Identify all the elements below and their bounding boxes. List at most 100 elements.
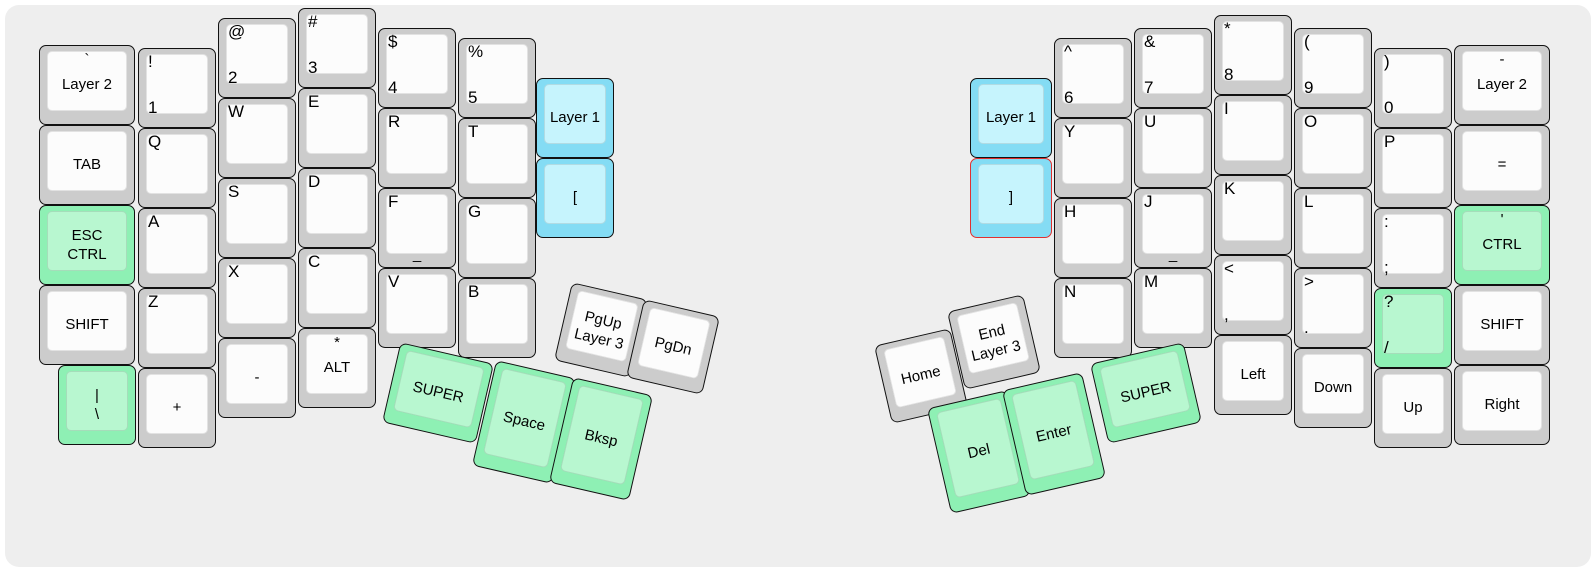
keycap-surface — [544, 164, 606, 224]
legend-top-center: - — [1499, 51, 1505, 68]
key-key[interactable]: (9 — [1294, 28, 1372, 108]
legend-bottom-left: , — [1224, 305, 1229, 324]
legend-bottom-left: 8 — [1224, 65, 1234, 84]
key-right[interactable]: Right — [1454, 365, 1550, 445]
keycap-surface — [306, 254, 368, 314]
key-j[interactable]: J_ — [1134, 188, 1212, 268]
keycap-surface — [306, 94, 368, 154]
key-l[interactable]: L — [1294, 188, 1372, 268]
keycap-surface — [386, 114, 448, 174]
key-i[interactable]: I — [1214, 95, 1292, 175]
legend-bottom-left: 6 — [1064, 88, 1074, 107]
key-z[interactable]: Z — [138, 288, 216, 368]
legend-bottom-left: 7 — [1144, 78, 1154, 97]
key-key[interactable]: #3 — [298, 8, 376, 88]
key-w[interactable]: W — [218, 98, 296, 178]
key-key[interactable]: [ — [536, 158, 614, 238]
key-key[interactable]: - — [218, 338, 296, 418]
legend-center: CTRL — [1482, 235, 1522, 253]
keycap-surface — [978, 164, 1044, 224]
legend-top-left: @ — [228, 22, 246, 41]
key-key[interactable]: )0 — [1374, 48, 1452, 128]
legend-top-left: : — [1384, 212, 1389, 231]
key-ctrl[interactable]: 'CTRL — [1454, 205, 1550, 285]
legend-center-multiline: ESC CTRL — [67, 226, 107, 263]
legend-top-center: * — [334, 334, 340, 351]
key-key[interactable]: = — [1454, 125, 1550, 205]
key-b[interactable]: B — [458, 278, 536, 358]
key-layer-2[interactable]: `Layer 2 — [39, 45, 135, 125]
keycap-surface — [146, 294, 208, 354]
keycap-surface — [146, 54, 208, 114]
key-u[interactable]: U — [1134, 108, 1212, 188]
keycap-surface — [1382, 54, 1444, 114]
key-d[interactable]: D — [298, 168, 376, 248]
keycap-surface — [1462, 131, 1542, 191]
key-g[interactable]: G — [458, 198, 536, 278]
keycap-surface — [146, 214, 208, 274]
legend-top-left: P — [1384, 132, 1396, 151]
legend-top-left: ) — [1384, 52, 1390, 71]
key-x[interactable]: X — [218, 258, 296, 338]
key-key[interactable]: @2 — [218, 18, 296, 98]
key-key[interactable]: !1 — [138, 48, 216, 128]
key-r[interactable]: R — [378, 108, 456, 188]
keycap-surface — [146, 134, 208, 194]
key-layer-2[interactable]: -Layer 2 — [1454, 45, 1550, 125]
key-key[interactable]: %5 — [458, 38, 536, 118]
key-p[interactable]: P — [1374, 128, 1452, 208]
key-key[interactable]: >. — [1294, 268, 1372, 348]
key-down[interactable]: Down — [1294, 348, 1372, 428]
key-key[interactable]: <, — [1214, 255, 1292, 335]
keycap-surface — [1302, 354, 1364, 414]
keycap-surface — [1062, 284, 1124, 344]
key-key[interactable]: ^6 — [1054, 38, 1132, 118]
key-o[interactable]: O — [1294, 108, 1372, 188]
key-c[interactable]: C — [298, 248, 376, 328]
key-s[interactable]: S — [218, 178, 296, 258]
key-key[interactable]: :; — [1374, 208, 1452, 288]
key-a[interactable]: A — [138, 208, 216, 288]
key-key[interactable]: $4 — [378, 28, 456, 108]
keycap-surface — [1062, 44, 1124, 104]
key-q[interactable]: Q — [138, 128, 216, 208]
key-h[interactable]: H — [1054, 198, 1132, 278]
legend-homing-bump: _ — [1168, 246, 1178, 263]
key-key[interactable]: + — [138, 368, 216, 448]
key-key[interactable]: ?/ — [1374, 288, 1452, 368]
key-shift[interactable]: SHIFT — [1454, 285, 1550, 365]
legend-top-left: ? — [1384, 292, 1394, 311]
key-e[interactable]: E — [298, 88, 376, 168]
key-n[interactable]: N — [1054, 278, 1132, 358]
keycap-surface — [1382, 294, 1444, 354]
key-v[interactable]: V — [378, 268, 456, 348]
key-esc-ctrl[interactable]: ESC CTRL — [39, 205, 135, 285]
keycap-surface — [146, 374, 208, 434]
key-f[interactable]: F_ — [378, 188, 456, 268]
legend-top-left: J — [1144, 192, 1153, 211]
key-tab[interactable]: TAB — [39, 125, 135, 205]
legend-top-left: Z — [148, 292, 159, 311]
key-m[interactable]: M — [1134, 268, 1212, 348]
key-key[interactable]: *8 — [1214, 15, 1292, 95]
keycap-surface — [47, 51, 127, 111]
legend-homing-bump: _ — [412, 246, 422, 263]
legend-center: = — [1497, 155, 1507, 173]
key-left[interactable]: Left — [1214, 335, 1292, 415]
keycap-surface — [47, 131, 127, 191]
key-t[interactable]: T — [458, 118, 536, 198]
key-layer-1[interactable]: Layer 1 — [536, 78, 614, 158]
legend-center: Left — [1240, 365, 1266, 383]
legend-top-left: E — [308, 92, 320, 111]
key-key[interactable]: | \ — [58, 365, 136, 445]
key-up[interactable]: Up — [1374, 368, 1452, 448]
key-layer-1[interactable]: Layer 1 — [970, 78, 1052, 158]
key-y[interactable]: Y — [1054, 118, 1132, 198]
keycap-surface — [1462, 291, 1542, 351]
key-k[interactable]: K — [1214, 175, 1292, 255]
key-shift[interactable]: SHIFT — [39, 285, 135, 365]
key-alt[interactable]: *ALT — [298, 328, 376, 408]
legend-top-left: H — [1064, 202, 1077, 221]
key-key[interactable]: &7 — [1134, 28, 1212, 108]
key-key[interactable]: ] — [970, 158, 1052, 238]
